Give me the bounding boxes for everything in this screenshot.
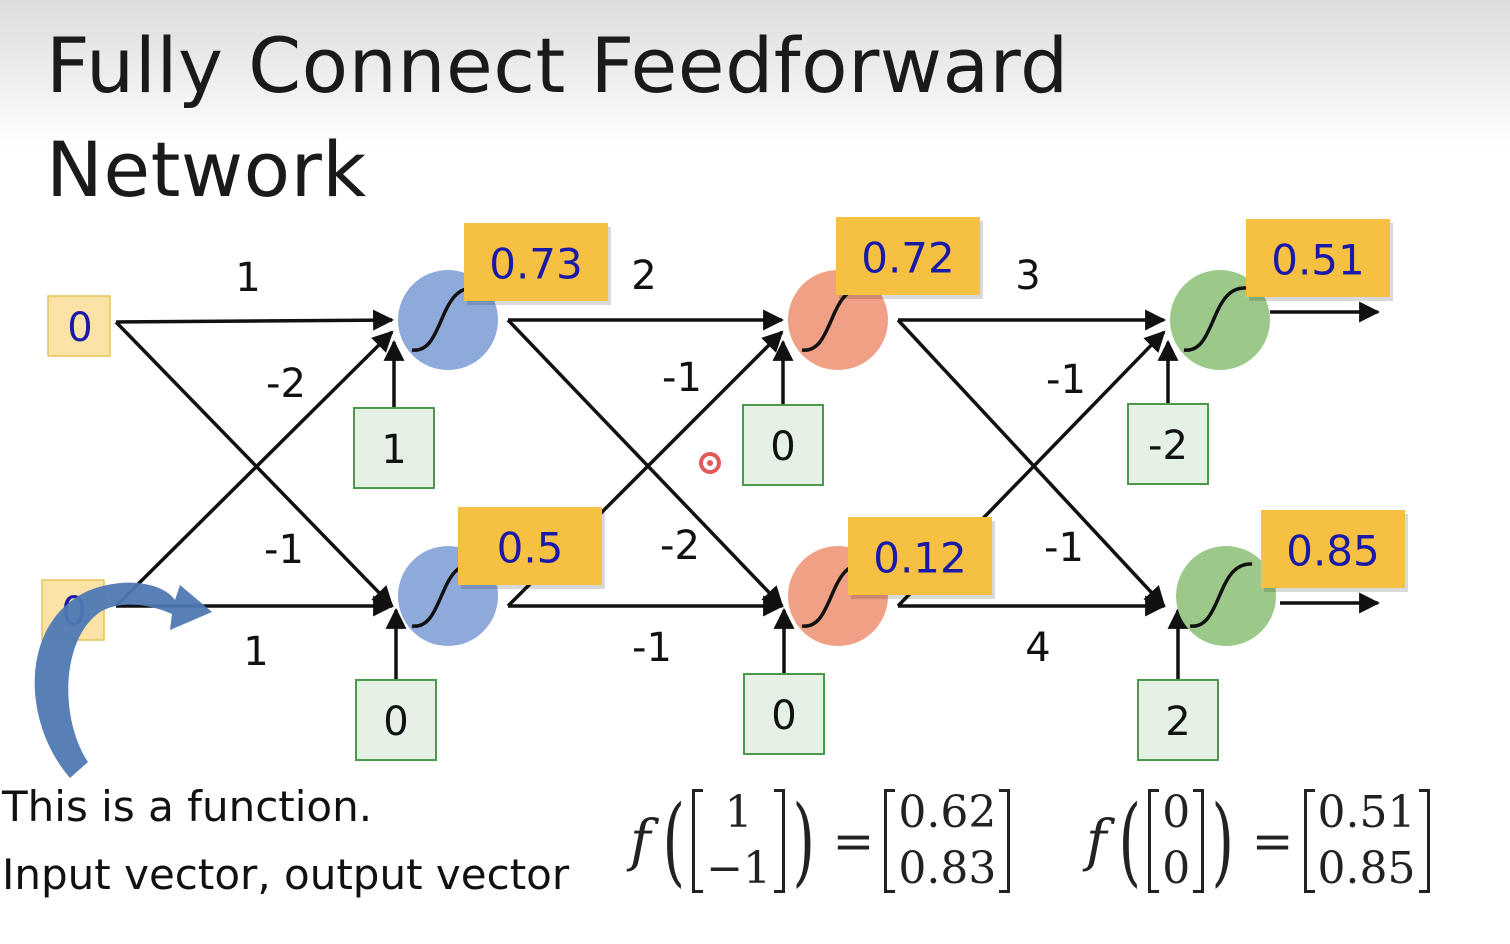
neuron-l2-n0 (1170, 270, 1270, 370)
edge-l0-bottom-cross (114, 330, 394, 608)
edge-l0-top-straight (115, 309, 395, 331)
formula-2-output: 0.51 0.85 (1303, 785, 1430, 897)
weight-l1-top-straight: 2 (631, 253, 656, 299)
title-line-1: Fully Connect Feedforward (46, 21, 1069, 110)
bias-value-l0-n0: 1 (381, 427, 406, 473)
edge-l1-top-cross (506, 318, 784, 608)
title-line-2: Network (46, 125, 367, 214)
weight-l2-top-cross: -1 (1046, 357, 1086, 403)
output-value-l0-n0: 0.73 (489, 240, 583, 289)
output-box-l1-n1 (848, 517, 992, 595)
bias-value-l1-n0: 0 (770, 424, 795, 470)
sigmoid-icon (411, 286, 475, 352)
formula-2-output-0: 0.51 (1317, 787, 1416, 838)
input-value-0: 0 (67, 305, 92, 351)
output-box-l2-n1 (1261, 510, 1405, 588)
sigmoid-icon (1183, 286, 1247, 352)
weight-l2-top-straight: 3 (1015, 253, 1040, 299)
formula-1-output-1: 0.83 (898, 843, 997, 894)
formula-1-output: 0.62 0.83 (884, 785, 1011, 897)
cursor-dot-center (707, 460, 713, 466)
edge-l2-top-cross (896, 318, 1166, 608)
neuron-l2-n1 (1176, 546, 1276, 646)
title-background (0, 0, 1510, 150)
edge-l0-top-cross (114, 320, 394, 608)
output-box-l0-n1 (458, 507, 602, 585)
bias-box-l1-n0 (742, 404, 824, 486)
formula-2: f ( 0 0 ) = 0.51 0.85 (1086, 776, 1430, 906)
formula-1-input-1: −1 (706, 843, 772, 894)
bias-box-l0-n1 (355, 679, 437, 761)
output-box-l1-n0 (836, 217, 980, 295)
formula-1-input-0: 1 (724, 787, 753, 838)
output-value-l1-n1: 0.12 (873, 534, 967, 583)
formula-1-output-0: 0.62 (898, 787, 997, 838)
bias-value-l2-n0: -2 (1148, 423, 1188, 469)
output-value-l1-n0: 0.72 (861, 234, 955, 283)
output-value-l2-n1: 0.85 (1286, 527, 1380, 576)
bias-value-l0-n1: 0 (383, 699, 408, 745)
weight-l2-bottom-straight: 4 (1025, 625, 1050, 671)
weight-l1-bottom-straight: -1 (632, 625, 672, 671)
weight-l1-top-cross: -1 (662, 355, 702, 401)
formula-1-f: f (630, 808, 651, 874)
formula-2-input-0: 0 (1162, 787, 1191, 838)
bias-value-l2-n1: 2 (1165, 699, 1190, 745)
sigmoid-icon (1189, 562, 1253, 628)
weight-l0-bottom-straight: 1 (243, 629, 268, 675)
caption-line-2: Input vector, output vector (2, 850, 570, 899)
output-box-l0-n0 (464, 223, 608, 301)
weight-l2-bottom-cross: -1 (1044, 525, 1084, 571)
bias-box-l0-n0 (353, 407, 435, 489)
bias-box-l2-n1 (1137, 679, 1219, 761)
output-box-l2-n0 (1246, 219, 1390, 297)
weight-l1-bottom-cross: -2 (660, 523, 700, 569)
cursor-dot-icon (699, 452, 721, 474)
curved-arrow-icon (34, 582, 213, 778)
formula-2-input-1: 0 (1162, 843, 1191, 894)
formula-2-input: 0 0 (1148, 785, 1205, 897)
slide-title: Fully Connect Feedforward Network (46, 14, 1069, 222)
output-value-l0-n1: 0.5 (497, 524, 564, 573)
weight-l0-top-straight: 1 (235, 255, 260, 301)
caption-line-1: This is a function. (2, 782, 373, 831)
bias-box-l1-n1 (743, 673, 825, 755)
input-box-0 (47, 295, 111, 357)
formula-1-input: 1 −1 (692, 785, 785, 897)
bias-box-l2-n0 (1127, 403, 1209, 485)
output-value-l2-n0: 0.51 (1271, 236, 1365, 285)
formula-1: f ( 1 −1 ) = 0.62 0.83 (630, 776, 1011, 906)
weight-l0-bottom-cross: -1 (264, 527, 304, 573)
bias-value-l1-n1: 0 (771, 693, 796, 739)
weight-l0-top-cross: -2 (266, 361, 306, 407)
formula-2-f: f (1086, 808, 1107, 874)
formula-2-output-1: 0.85 (1317, 843, 1416, 894)
